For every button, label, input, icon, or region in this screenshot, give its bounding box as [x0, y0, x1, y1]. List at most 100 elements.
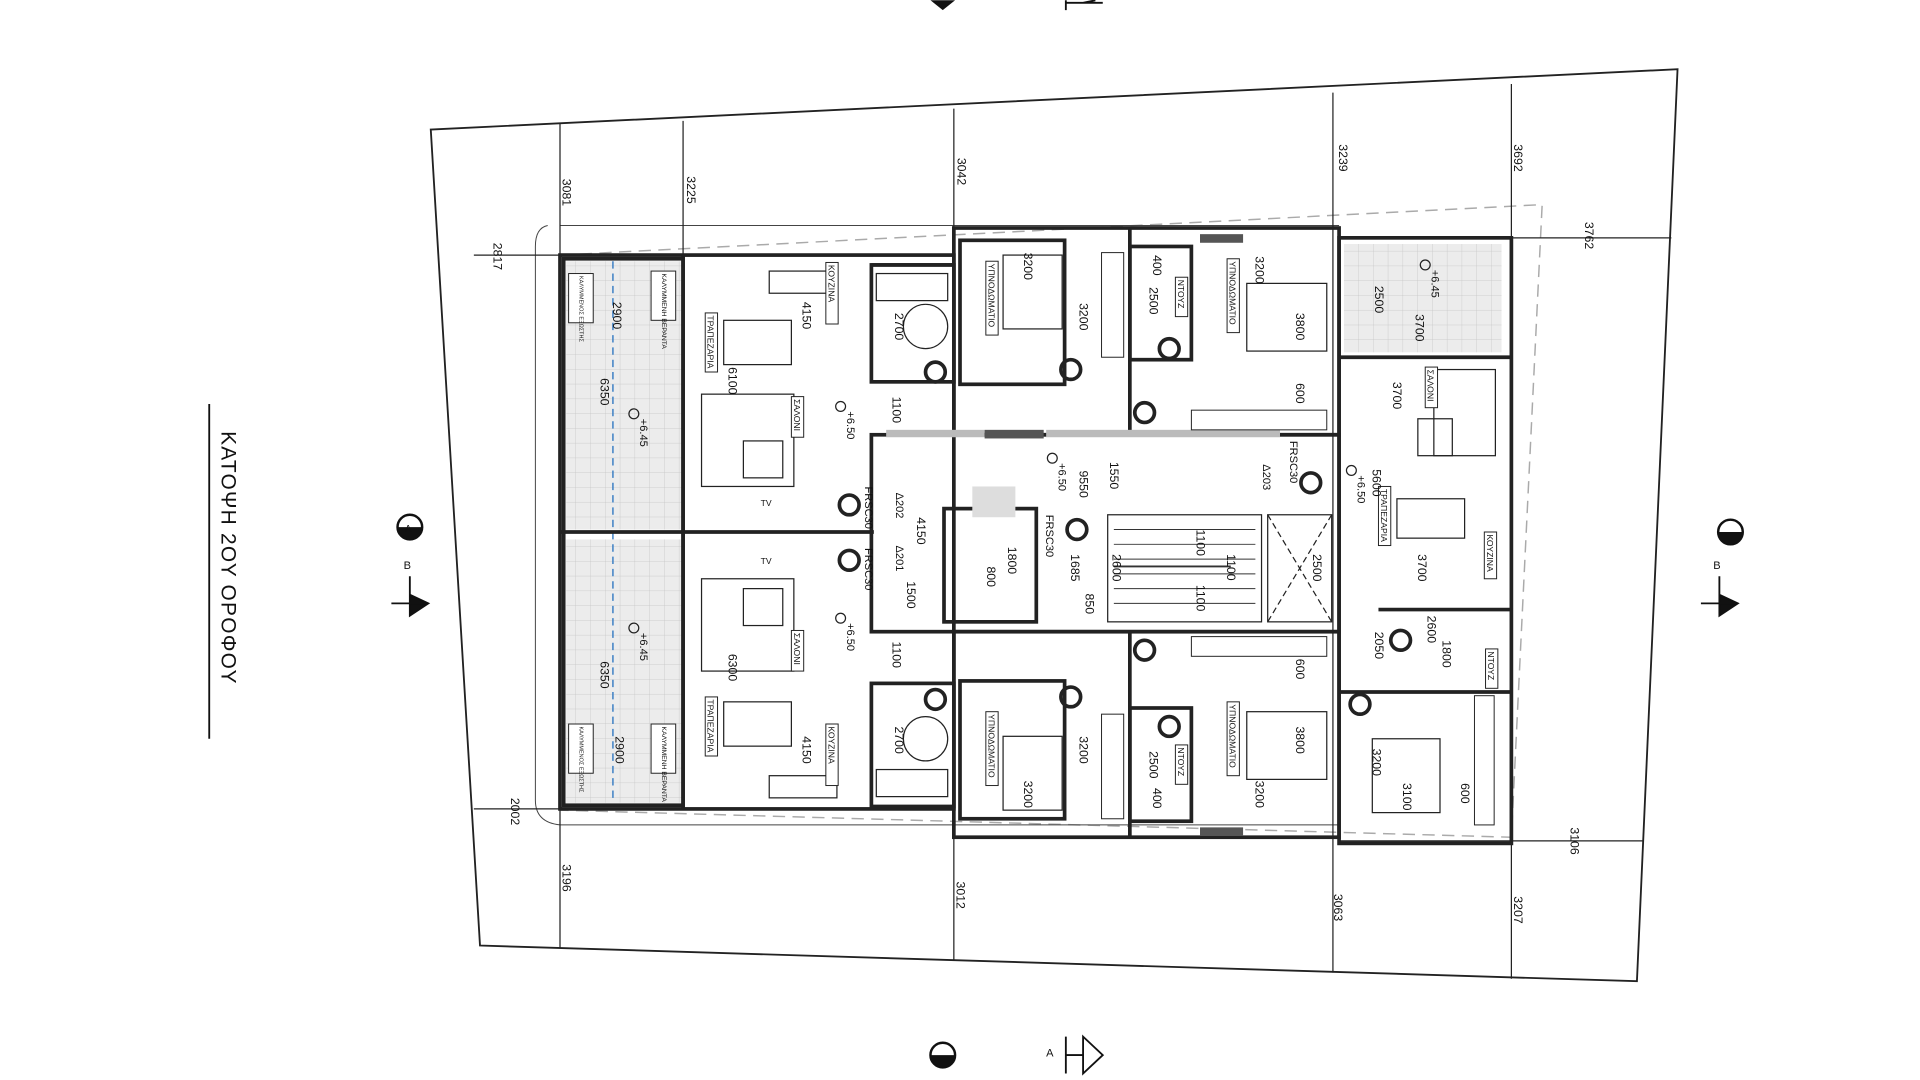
dim: 850: [1083, 594, 1097, 615]
dim: 800: [984, 566, 998, 587]
dim: 2500: [1310, 554, 1324, 582]
dim: 1100: [889, 642, 903, 669]
section-label-b: B: [1713, 560, 1720, 572]
door-fire-rating: FRSC30: [1043, 515, 1055, 557]
dim: 2600: [1425, 616, 1439, 644]
room-label-shower: ΝΤΟΥΖ: [1176, 280, 1186, 309]
dim: 3200: [1076, 303, 1090, 331]
room-label-kitchen: ΚΟΥΖΙΝΑ: [1485, 534, 1495, 572]
room-label-shower: ΝΤΟΥΖ: [1176, 747, 1186, 776]
room-labels: ΚΟΥΖΙΝΑ ΚΟΥΖΙΝΑ ΤΡΑΠΕΖΑΡΙΑ ΤΡΑΠΕΖΑΡΙΑ ΣΑ…: [568, 258, 1499, 802]
room-label-dining: ΤΡΑΠΕΖΑΡΙΑ: [706, 699, 716, 752]
dim: 3700: [1390, 382, 1404, 410]
dim-top-1: 3081: [559, 179, 573, 207]
door-tag-d202: Δ202: [893, 493, 905, 519]
dim: 1685: [1068, 554, 1082, 582]
dim: 2900: [610, 302, 624, 330]
door-tag-d203: Δ203: [1260, 464, 1272, 490]
dim-bottom-2: 3012: [953, 882, 967, 910]
dim: 3800: [1293, 726, 1307, 754]
room-label-living: ΣΑΛΟΝΙ: [792, 399, 802, 431]
door-fire-rating: FRSC30: [862, 486, 874, 528]
dim: 1550: [1107, 462, 1121, 490]
dim: 4150: [799, 302, 813, 330]
room-label-kitchen: ΚΟΥΖΙΝΑ: [826, 726, 836, 764]
dim: 1800: [1005, 547, 1019, 575]
dim: 2500: [1147, 751, 1161, 779]
site-dimensions: 3081 3225 3042 3239 3692 2817 3762 2002 …: [491, 144, 1597, 924]
room-label-covered-veranda: ΚΑΛΥΜΜΕΝΗ ΒΕΡΑΝΤΑ: [660, 274, 667, 350]
room-label-covered-balcony: ΚΑΛΥΜΜΕΝΟΣ ΕΞΩΣΤΗΣ: [578, 726, 584, 793]
dim: 9550: [1076, 470, 1090, 498]
room-label-dining: ΤΡΑΠΕΖΑΡΙΑ: [1379, 489, 1389, 542]
dim: 2500: [1147, 287, 1161, 315]
level-markers: +6.45 +6.45 +6.45 +6.50 +6.50 +6.50 +6.5…: [628, 259, 1440, 661]
section-marker-right: B: [1700, 518, 1744, 618]
tv-label: TV: [761, 498, 772, 508]
section-marker-left: A B: [391, 513, 431, 618]
door-tags: FRSC30 FRSC30 FRSC30 FRSC30 Δ202 Δ201 Δ2…: [862, 441, 1299, 590]
dim: 600: [1293, 383, 1307, 404]
dim: 3700: [1415, 554, 1429, 582]
room-label-kitchen: ΚΟΥΖΙΝΑ: [826, 265, 836, 303]
dim: 3800: [1293, 313, 1307, 341]
plot-boundary: [429, 68, 1679, 983]
dim: 6350: [598, 378, 612, 406]
level-label: +6.45: [1428, 270, 1440, 298]
interior-dimensions: 2900 6350 4150 6100 1100 2700 6350 2900 …: [598, 253, 1472, 811]
level-label: +6.45: [637, 633, 649, 661]
tv-labels: TV TV: [761, 498, 772, 566]
setback-line: [559, 203, 1543, 838]
section-label-a: A: [1046, 1047, 1054, 1059]
room-label-covered-balcony: ΚΑΛΥΜΜΕΝΟΣ ΕΞΩΣΤΗΣ: [578, 276, 584, 343]
veranda-right: [1344, 244, 1502, 353]
dim: 400: [1150, 255, 1164, 276]
building-line: [534, 225, 1340, 826]
dim: 2900: [612, 736, 626, 764]
staircase: [1113, 529, 1256, 604]
dim-left-bottom: 2002: [508, 798, 522, 826]
dim-right-top: 3762: [1582, 222, 1596, 250]
level-label: +6.50: [844, 623, 856, 651]
room-label-bedroom: ΥΠΝΟΔΩΜΑΤΙΟ: [1228, 261, 1238, 325]
dim: 4150: [799, 736, 813, 764]
dim: 2700: [892, 313, 906, 341]
dim: 3700: [1412, 314, 1426, 342]
room-label-shower: ΝΤΟΥΖ: [1486, 651, 1496, 680]
dim: 2050: [1372, 632, 1386, 660]
level-label: +6.45: [637, 419, 649, 447]
dim: 1100: [889, 397, 903, 424]
dim: 2600: [1110, 554, 1124, 582]
dim: 600: [1293, 659, 1307, 680]
dim: 3200: [1252, 256, 1266, 284]
dim: 1800: [1439, 640, 1453, 668]
dim: 600: [1458, 783, 1472, 804]
dim: 3200: [1369, 749, 1383, 777]
dim: 1100: [1193, 530, 1207, 557]
dim: 3100: [1400, 783, 1414, 811]
dim: 6300: [726, 654, 740, 682]
section-label-a: A: [405, 524, 412, 535]
room-label-bedroom: ΥΠΝΟΔΩΜΑΤΙΟ: [986, 264, 996, 328]
section-marker-top: [930, 0, 1103, 11]
door-fire-rating: FRSC30: [1287, 441, 1299, 483]
room-label-living: ΣΑΛΟΝΙ: [1426, 370, 1436, 402]
dim: 3200: [1076, 736, 1090, 764]
dim: 6350: [598, 661, 612, 689]
door-fire-rating: FRSC30: [862, 548, 874, 590]
dim: 3200: [1252, 781, 1266, 809]
dim-top-3: 3042: [955, 158, 969, 186]
dim: 5600: [1369, 469, 1383, 497]
walls: [558, 226, 1514, 846]
furniture: [700, 254, 1497, 814]
room-label-covered-veranda: ΚΑΛΥΜΜΕΝΗ ΒΕΡΑΝΤΑ: [660, 726, 667, 802]
dim-top-5: 3692: [1511, 144, 1525, 172]
level-label: +6.50: [1055, 463, 1067, 491]
dim-bottom-3: 3063: [1331, 894, 1345, 922]
dim: 2700: [892, 726, 906, 754]
dim-bottom-4: 3207: [1511, 896, 1525, 924]
dim-top-2: 3225: [684, 176, 698, 204]
dim: 2500: [1372, 286, 1386, 314]
level-label: +6.50: [844, 411, 856, 439]
